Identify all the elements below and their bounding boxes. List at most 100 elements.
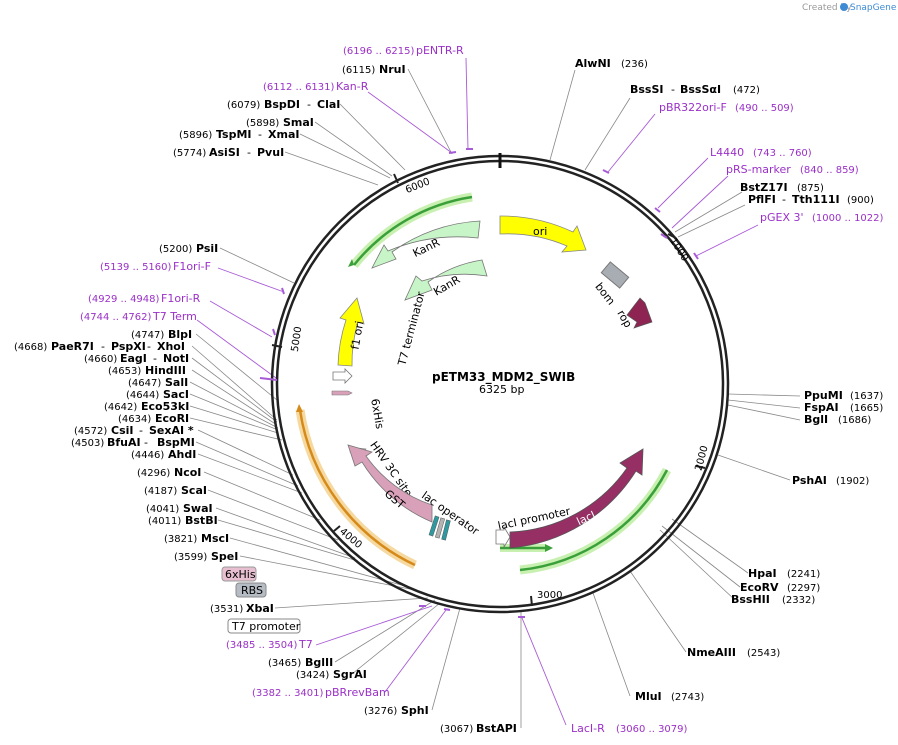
- primer-t7term[interactable]: T7 Term: [152, 310, 197, 323]
- feature-6xhis[interactable]: [331, 390, 353, 396]
- primer-f1ori-f-range: (5139 .. 5160): [100, 262, 172, 273]
- feature-t7-terminator[interactable]: [332, 368, 353, 384]
- site-smai[interactable]: SmaI: [283, 116, 314, 129]
- site-bspmi[interactable]: BspMI: [157, 436, 195, 449]
- tick-1000: 1000: [667, 236, 690, 263]
- site-swai-pos: (4041): [146, 504, 179, 515]
- site-sphi[interactable]: SphI: [401, 704, 429, 717]
- site-bgli[interactable]: BglI: [804, 413, 828, 426]
- site-xhoi[interactable]: XhoI: [157, 340, 185, 353]
- feature-laci[interactable]: [509, 448, 644, 549]
- feature-bom[interactable]: [600, 261, 630, 289]
- primer-pbrrevbam[interactable]: pBRrevBam: [325, 686, 390, 699]
- site-eagi[interactable]: EagI: [120, 352, 147, 365]
- site-msci[interactable]: MscI: [201, 532, 229, 545]
- site-bstbi[interactable]: BstBI: [185, 514, 218, 527]
- primer-f1ori-f[interactable]: F1ori-F: [173, 260, 211, 273]
- site-fspai[interactable]: FspAI: [804, 401, 839, 414]
- primer-lines: [196, 57, 759, 726]
- svg-text:-: -: [147, 340, 151, 353]
- site-bspdi[interactable]: BspDI: [264, 98, 300, 111]
- site-ahdi[interactable]: AhdI: [168, 448, 196, 461]
- plasmid-name: pETM33_MDM2_SWIB: [432, 370, 575, 385]
- primer-pgex3[interactable]: pGEX 3': [760, 211, 804, 224]
- site-mlui[interactable]: MluI: [635, 690, 662, 703]
- box-6xhis-label: 6xHis: [225, 568, 256, 581]
- site-alwni[interactable]: AlwNI: [575, 57, 611, 70]
- site-tth111i[interactable]: Tth111I: [792, 193, 840, 206]
- credit-brand: SnapGene: [850, 3, 897, 13]
- site-bsssai[interactable]: BssSαI: [680, 83, 721, 96]
- primer-laci-r[interactable]: LacI-R: [571, 722, 605, 735]
- feature-arc-laci-outer: [519, 469, 669, 572]
- site-paer7i[interactable]: PaeR7I: [51, 340, 94, 353]
- site-scai[interactable]: ScaI: [181, 484, 207, 497]
- site-psii[interactable]: PsiI: [196, 242, 218, 255]
- site-eco53ki[interactable]: Eco53kI: [141, 400, 189, 413]
- site-ppumi[interactable]: PpuMI: [804, 389, 843, 402]
- feature-lac-operator-3[interactable]: [441, 519, 451, 541]
- primer-pbrrevbam-range: (3382 .. 3401): [252, 688, 324, 699]
- site-bgli-pos: (1686): [838, 415, 871, 426]
- primer-pbr322ori-f[interactable]: pBR322ori-F: [659, 101, 727, 114]
- site-pvui[interactable]: PvuI: [257, 146, 284, 159]
- feature-laci-promoter[interactable]: [495, 525, 511, 549]
- feature-ori[interactable]: [499, 215, 587, 253]
- site-ecori[interactable]: EcoRI: [155, 412, 189, 425]
- site-bsshii[interactable]: BssHII: [731, 593, 770, 606]
- site-bstapi[interactable]: BstAPI: [476, 722, 517, 735]
- site-sgrai-pos: (3424): [296, 670, 329, 681]
- site-fspai-pos: (1665): [850, 403, 883, 414]
- svg-text:-: -: [307, 98, 311, 111]
- site-hindiii[interactable]: HindIII: [145, 364, 186, 377]
- site-ecorv[interactable]: EcoRV: [740, 581, 779, 594]
- primer-t7[interactable]: T7: [298, 638, 313, 651]
- site-bstz17i-pos: (875): [797, 183, 824, 194]
- feature-f1-ori[interactable]: [337, 297, 365, 367]
- primer-kan-r[interactable]: Kan-R: [336, 80, 369, 93]
- site-xbai[interactable]: XbaI: [246, 602, 274, 615]
- feature-f1-ori-label: f1 ori: [349, 320, 367, 351]
- feature-gst[interactable]: [347, 444, 433, 523]
- site-blpi[interactable]: BlpI: [168, 328, 192, 341]
- site-asisi[interactable]: AsiSI: [209, 146, 240, 159]
- site-bglii[interactable]: BglII: [305, 656, 333, 669]
- site-blpi-pos: (4747): [131, 330, 164, 341]
- site-bsssi[interactable]: BssSI: [630, 83, 664, 96]
- site-saci[interactable]: SacI: [163, 388, 189, 401]
- site-pshai[interactable]: PshAI: [792, 474, 827, 487]
- site-swai[interactable]: SwaI: [183, 502, 213, 515]
- site-bstz17i[interactable]: BstZ17I: [740, 181, 788, 194]
- site-bfuai[interactable]: BfuAI: [107, 436, 141, 449]
- site-hpai[interactable]: HpaI: [748, 567, 777, 580]
- feature-kanr-2[interactable]: [404, 259, 488, 301]
- site-sgrai[interactable]: SgrAI: [333, 668, 367, 681]
- site-sali[interactable]: SalI: [165, 376, 188, 389]
- site-sexai[interactable]: SexAI *: [149, 424, 194, 437]
- site-noti[interactable]: NotI: [163, 352, 189, 365]
- site-ncoi[interactable]: NcoI: [174, 466, 201, 479]
- site-ecorv-pos: (2297): [787, 583, 820, 594]
- primer-pentr-r[interactable]: pENTR-R: [416, 44, 464, 57]
- feature-kanr-1[interactable]: [371, 220, 481, 269]
- feature-lac-operator-2[interactable]: [435, 517, 445, 539]
- primer-prs-marker-range: (840 .. 859): [800, 165, 859, 176]
- feature-rop[interactable]: [626, 297, 653, 329]
- site-pflfi[interactable]: PflFI: [748, 193, 776, 206]
- site-pspxi[interactable]: PspXI: [111, 340, 146, 353]
- feature-lac-operator[interactable]: [428, 515, 440, 537]
- site-nrui[interactable]: NruI: [379, 63, 406, 76]
- feature-arc-orange: [298, 409, 416, 567]
- snapgene-logo-icon: [840, 3, 848, 11]
- site-csii[interactable]: CsiI: [111, 424, 133, 437]
- primer-prs-marker[interactable]: pRS-marker: [726, 163, 791, 176]
- primer-pentr-r-range: (6196 .. 6215): [343, 46, 415, 57]
- site-sphi-pos: (3276): [364, 706, 397, 717]
- site-xmai[interactable]: XmaI: [268, 128, 299, 141]
- primer-f1ori-r[interactable]: F1ori-R: [161, 292, 201, 305]
- site-spei[interactable]: SpeI: [211, 550, 238, 563]
- primer-l4440[interactable]: L4440: [710, 146, 744, 159]
- site-nmeaiii[interactable]: NmeAIII: [687, 646, 736, 659]
- site-tspmi[interactable]: TspMI: [216, 128, 252, 141]
- site-clai[interactable]: ClaI: [317, 98, 340, 111]
